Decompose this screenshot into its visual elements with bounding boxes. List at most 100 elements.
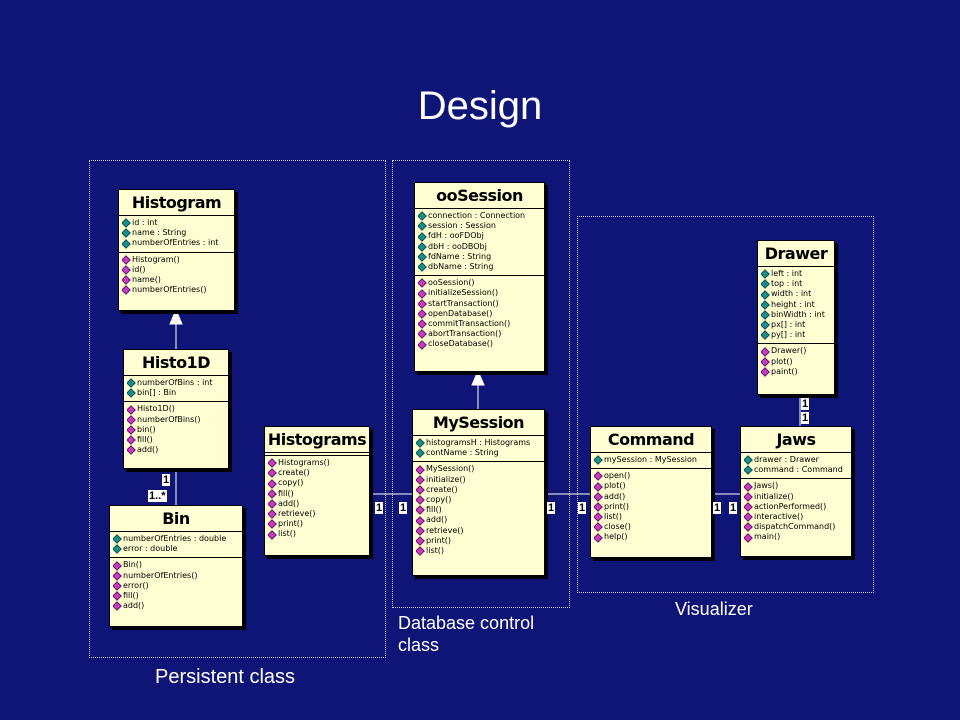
multiplicity-label: 1 [801, 412, 810, 424]
operation-icon [268, 499, 277, 509]
operation-icon [416, 546, 425, 556]
attribute: fdH : ooFDObj [418, 231, 543, 242]
visualizer-label: Visualizer [675, 599, 753, 619]
attributes-compartment: connection : Connection session : Sessio… [415, 209, 544, 277]
class-oosession[interactable]: ooSession connection : Connection sessio… [414, 182, 545, 372]
operation-icon [761, 367, 770, 377]
operation: print() [594, 502, 710, 512]
operation-icon [268, 519, 277, 530]
operation-icon [416, 515, 425, 526]
operation: fill() [127, 435, 227, 445]
attribute-icon [416, 448, 425, 459]
attribute-icon [761, 279, 770, 290]
slide-title: Design [417, 84, 543, 128]
operation-icon [113, 591, 122, 601]
operation: create() [268, 468, 368, 479]
operation: add() [127, 445, 227, 456]
operation: dispatchCommand() [744, 522, 850, 533]
operation: copy() [268, 478, 368, 489]
operation-icon [268, 509, 277, 519]
class-histo1d[interactable]: Histo1D numberOfBins : int bin[] : Bin H… [123, 349, 229, 469]
attribute-icon [113, 534, 122, 544]
class-bin[interactable]: Bin numberOfEntries : double error : dou… [109, 505, 243, 627]
operation: plot() [594, 481, 710, 492]
attribute-icon [122, 228, 131, 239]
operation: ooSession() [418, 278, 543, 289]
operation: numberOfEntries() [113, 571, 241, 581]
operation: list() [416, 546, 543, 556]
class-name: ooSession [415, 183, 544, 209]
operation-icon [744, 502, 753, 512]
operation-icon [416, 495, 425, 505]
attribute: name : String [122, 228, 233, 239]
operation-icon [416, 474, 425, 485]
attributes-compartment: mySession : MySession [591, 453, 711, 470]
class-command[interactable]: Command mySession : MySession open() plo… [590, 426, 712, 558]
operation-icon [416, 536, 425, 546]
operation: fill() [416, 505, 543, 516]
operation: abortTransaction() [418, 329, 543, 340]
operation: initialize() [744, 492, 850, 502]
operation-icon [268, 529, 277, 540]
operation: bin() [127, 425, 227, 435]
operation-icon [113, 560, 122, 571]
operation: create() [416, 485, 543, 495]
attributes-compartment: numberOfEntries : double error : double [110, 532, 242, 559]
operation: help() [594, 532, 710, 543]
operation-icon [594, 471, 603, 482]
operations-compartment: ooSession() initializeSession() startTra… [415, 276, 544, 352]
attribute-icon [594, 455, 603, 465]
attributes-compartment [265, 453, 369, 456]
attributes-compartment: histogramsH : Histograms contName : Stri… [413, 436, 544, 463]
operation: fill() [113, 591, 241, 601]
multiplicity-label: 1 [547, 502, 556, 514]
generalization-arrowhead-histogram [169, 308, 183, 325]
attribute: drawer : Drawer [744, 455, 850, 465]
operation: startTransaction() [418, 299, 543, 309]
attribute-icon [113, 544, 122, 555]
operation-icon [416, 485, 425, 495]
operation-icon [594, 502, 603, 512]
attributes-compartment: numberOfBins : int bin[] : Bin [124, 376, 228, 403]
operation: interactive() [744, 512, 850, 522]
class-histograms[interactable]: Histograms Histograms() create() copy() … [264, 426, 370, 556]
operation: Histogram() [122, 255, 233, 265]
operation: paint() [761, 367, 833, 377]
operation: Drawer() [761, 346, 833, 357]
operation: commitTransaction() [418, 319, 543, 329]
class-name: Command [591, 427, 711, 453]
operation: print() [416, 536, 543, 546]
attribute: px[] : int [761, 320, 833, 330]
operation-icon [268, 468, 277, 479]
operation-icon [122, 265, 131, 275]
operation-icon [268, 478, 277, 489]
operation-icon [268, 488, 277, 499]
class-jaws[interactable]: Jaws drawer : Drawer command : Command J… [740, 426, 852, 557]
operation-icon [761, 356, 770, 367]
class-mysession[interactable]: MySession histogramsH : Histograms contN… [412, 409, 545, 576]
operation: fill() [268, 489, 368, 499]
operation-icon [416, 525, 425, 536]
operations-compartment: Drawer() plot() paint() [758, 344, 834, 380]
operation: Bin() [113, 560, 241, 571]
operation-icon [418, 288, 427, 299]
attribute-icon [418, 221, 427, 232]
operations-compartment: open() plot() add() print() list() close… [591, 469, 711, 545]
multiplicity-label: 1 [399, 502, 408, 514]
operation-icon [594, 491, 603, 502]
class-histogram[interactable]: Histogram id : int name : String numberO… [118, 189, 235, 311]
attribute-icon [122, 238, 131, 249]
class-drawer[interactable]: Drawer left : int top : int width : int … [757, 240, 835, 395]
class-name: Histo1D [124, 350, 228, 376]
operation: Jaws() [744, 481, 850, 492]
attribute-icon [418, 241, 427, 252]
operation-icon [418, 309, 427, 319]
attribute: width : int [761, 289, 833, 300]
operation: name() [122, 275, 233, 285]
attribute: numberOfEntries : int [122, 238, 233, 249]
operation-icon [744, 522, 753, 533]
attribute-icon [418, 252, 427, 262]
attribute-icon [416, 438, 425, 448]
persistent-class-label: Persistent class [155, 666, 296, 688]
